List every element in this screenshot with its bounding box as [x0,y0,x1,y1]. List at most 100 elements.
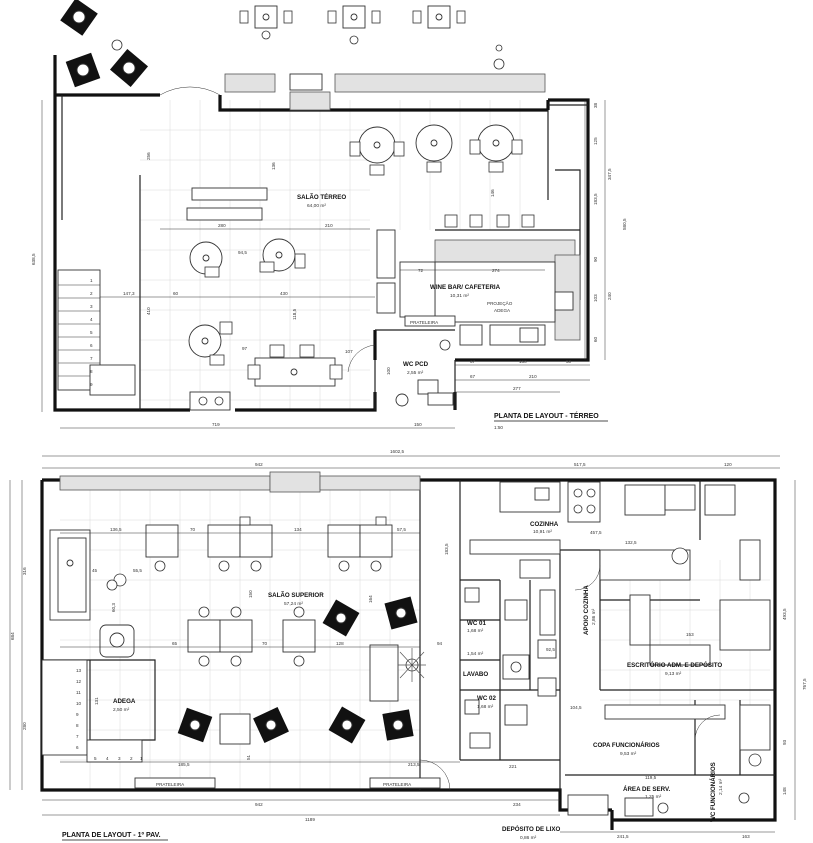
exterior-armchairs [60,0,149,88]
dimension: 580,5 [622,218,627,230]
dimension: 50 [566,359,572,364]
dimension: 150 [248,590,253,598]
dimension: 430 [280,291,288,296]
stair-step: 2 [90,291,93,296]
room-label: WINE BAR/ CAFETERIA [430,284,501,291]
dimension: 65 [172,641,178,646]
dimension: 183,5 [444,543,449,555]
rect-table-4-seats [247,344,343,387]
stair-step: 5 [90,330,93,335]
stair-step: 9 [76,712,79,717]
dimension: 347,5 [607,168,612,180]
room-label: SALÃO SUPERIOR [268,592,324,599]
stair-step: 5 [94,756,97,761]
office-copa-furniture [567,594,771,817]
wc-pcd-fixtures [395,339,454,407]
dimension: 38 [593,102,598,108]
round-table-mid-2 [259,238,306,273]
ground-floor-stairs: 1 2 3 4 5 6 7 8 9 [57,269,136,396]
round-table-top-1 [349,126,405,176]
bathroom-fixtures [464,587,557,749]
sink-counter [289,73,323,91]
dimension: 517,5 [574,462,586,467]
shelf-label: PRATELEIRA [383,782,412,787]
round-table-mid-3 [188,321,233,366]
room-area: 9,13 m² [665,671,682,677]
dimension: 45 [92,568,98,573]
dimension: 241,5 [617,834,629,839]
dimension: 147,3 [123,291,135,296]
room-area: 2,50 m² [113,707,130,713]
stair-step: 8 [90,369,93,374]
dimension: 100 [386,367,391,375]
stair-step: 4 [106,756,109,761]
room-area: 1,68 m² [477,704,494,710]
ground-floor-plan: 1 2 3 4 5 6 7 8 9 [31,0,627,430]
room-label: WC PCD [403,361,429,368]
dimension: 1602,5 [390,449,404,454]
dimension: 164 [368,595,373,603]
dimension: 719 [212,422,220,427]
dimension: 136 [271,162,276,170]
stair-step: 6 [90,343,93,348]
room-area: 10,91 m² [533,529,552,535]
stair-step: 3 [90,304,93,309]
dimension: 277 [513,386,521,391]
dimension: 70 [190,527,196,532]
dimension: 767,5 [802,678,807,690]
dimension: 160 [519,359,527,364]
lavabo-door-swing [419,759,451,791]
dimension: 457,5 [590,530,602,535]
dimension: 163 [742,834,750,839]
stair-step: 7 [76,734,79,739]
room-label: ADEGA [113,698,136,705]
room-area: 10,31 m² [450,293,469,299]
room-label: COZINHA [530,521,559,528]
room-area: 0,86 m² [520,835,537,841]
dimension: 185,5 [178,762,190,767]
round-table-mid-1 [189,241,223,278]
dimension: 274 [492,268,500,273]
dimension: 60,3 [111,603,116,612]
upper-floor-plan: 1602,5 942 517,5 120 [9,449,807,841]
dimension: 67 [470,359,476,364]
dimension: 213,5 [408,762,420,767]
room-label: SALÃO TÉRREO [297,193,346,201]
dimension: 120 [724,462,732,467]
room-area: 2,55 m² [407,370,424,376]
dimension: 684 [10,632,15,640]
ground-floor-title: PLANTA DE LAYOUT - TÉRREO [494,411,599,420]
exterior-table-2 [327,5,381,45]
dimension: 1189 [305,817,315,822]
dimension: 410 [146,307,151,315]
stair-step: 4 [90,317,93,322]
dimension: 316 [22,567,27,575]
dimension: 107 [345,349,353,354]
stair-step: 1 [90,278,93,283]
dimension: 942 [255,802,263,807]
upper-floor-title: PLANTA DE LAYOUT - 1º PAV. [62,832,161,839]
bar-stools-row [376,214,535,314]
room-label: LAVABO [463,671,488,678]
dimension: 280 [218,223,226,228]
stair-step: 1 [140,756,143,761]
dimension: 942 [255,462,263,467]
shelf-label: PRATELEIRA [410,320,439,325]
upper-dark-armchairs [177,596,418,745]
exterior-table-1 [239,5,293,40]
planter-right [334,73,546,93]
lounge-armchair [99,573,135,658]
room-label: DEPÓSITO DE LIXO [502,825,561,833]
upper-table-row-middle [187,606,316,667]
exterior-table-3 [412,5,466,29]
dimension: 221 [509,764,517,769]
stair-step: 10 [76,701,82,706]
dimension: 55,5 [133,568,142,573]
sofa [49,529,91,621]
dimension: 131 [94,697,99,705]
dimension: 94 [437,641,443,646]
shelf-label: PRATELEIRA [156,782,185,787]
entrance-door-swing [159,86,221,96]
dimension: 93 [782,739,787,745]
room-label: ESCRITÓRIO ADM. E DEPÓSITO [627,661,722,669]
